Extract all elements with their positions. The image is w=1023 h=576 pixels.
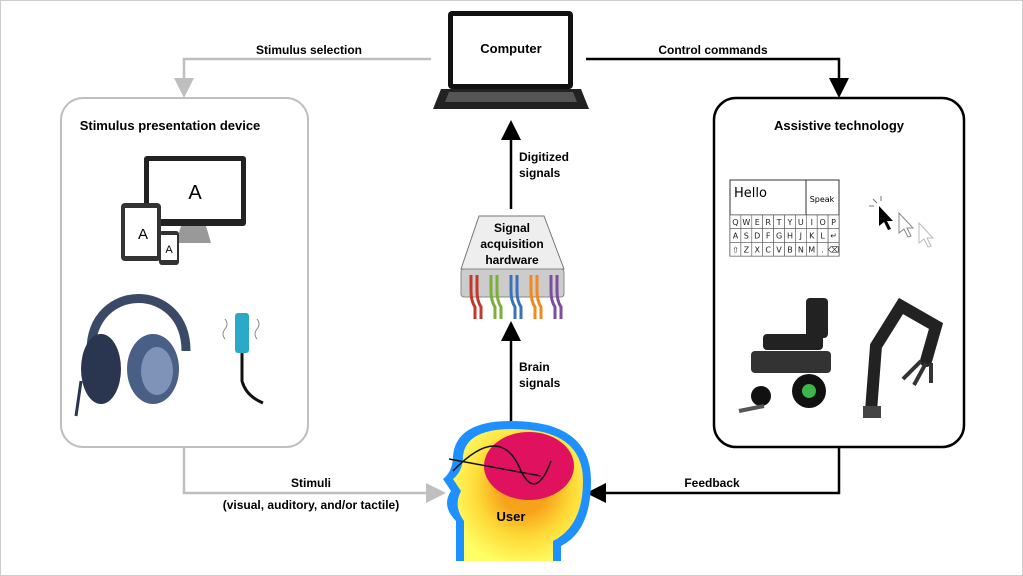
electrode-cable <box>555 275 563 319</box>
key-label: T <box>776 218 782 227</box>
laptop-icon <box>433 11 589 109</box>
control-commands-label: Control commands <box>658 43 768 57</box>
electrode-cable <box>535 275 543 319</box>
electrode-cable <box>509 275 517 319</box>
feedback-label: Feedback <box>684 476 740 490</box>
key-label: . <box>821 245 824 254</box>
user-label: User <box>497 509 526 524</box>
key-label: H <box>787 232 793 241</box>
user-head-icon <box>443 421 591 561</box>
key-label: N <box>798 245 804 254</box>
digitized-signals-label-1: Digitized <box>519 150 569 164</box>
wheelchair-icon <box>738 298 831 413</box>
key-label: Z <box>744 245 750 254</box>
electrode-cable <box>549 275 557 319</box>
key-label: L <box>820 232 825 241</box>
key-label: A <box>733 232 739 241</box>
robotic-arm-icon <box>863 297 944 418</box>
key-label: D <box>754 232 760 241</box>
stimuli-arrow <box>182 447 446 503</box>
key-label: O <box>820 218 826 227</box>
stimuli-detail-label: (visual, auditory, and/or tactile) <box>223 498 399 512</box>
key-label: P <box>831 218 836 227</box>
key-label: X <box>755 245 761 254</box>
key-label: F <box>766 232 771 241</box>
stimulus-selection-arrow <box>174 57 431 98</box>
hardware-label-2: acquisition <box>480 237 543 251</box>
brain-signals-label-1: Brain <box>519 360 550 374</box>
tablet-letter: A <box>138 226 148 243</box>
key-label: R <box>765 218 771 227</box>
tactile-vibrator-icon <box>222 313 264 405</box>
electrode-cable <box>475 275 483 319</box>
key-label: ⌫ <box>828 245 839 254</box>
key-label: Y <box>787 218 793 227</box>
speak-button[interactable]: Speak <box>810 195 835 204</box>
key-label: G <box>776 232 782 241</box>
headphones-icon <box>74 294 191 417</box>
phone-letter: A <box>165 244 173 256</box>
key-label: C <box>765 245 771 254</box>
screens-icon <box>121 156 246 265</box>
electrode-cable <box>529 275 537 319</box>
key-label: E <box>755 218 760 227</box>
key-label: Q <box>732 218 738 227</box>
key-label: K <box>809 232 815 241</box>
key-label: W <box>742 218 750 227</box>
feedback-arrow <box>586 447 841 503</box>
digitized-signals-label-2: signals <box>519 166 561 180</box>
computer-label: Computer <box>480 41 541 56</box>
key-label: I <box>811 218 813 227</box>
key-label: J <box>799 232 802 241</box>
key-label: V <box>776 245 782 254</box>
monitor-letter: A <box>188 182 202 204</box>
stimulus-device-title: Stimulus presentation device <box>80 118 261 133</box>
assistive-technology-title: Assistive technology <box>774 118 905 133</box>
hardware-label-1: Signal <box>494 221 530 235</box>
electrode-cable <box>469 275 477 319</box>
key-label: S <box>744 232 749 241</box>
electrode-cable <box>489 275 497 319</box>
electrode-cable <box>495 275 503 319</box>
key-label: M <box>808 245 815 254</box>
stimulus-selection-label: Stimulus selection <box>256 43 362 57</box>
signal-acquisition-hardware-icon <box>460 215 565 319</box>
brain-signals-label-2: signals <box>519 376 561 390</box>
cursor-icons <box>869 196 935 248</box>
key-label: U <box>798 218 804 227</box>
key-⌫[interactable] <box>827 242 840 257</box>
control-commands-arrow <box>586 57 849 98</box>
key-label: B <box>787 245 793 254</box>
keyboard-text-field[interactable]: Hello <box>734 186 767 201</box>
hardware-label-3: hardware <box>485 253 539 267</box>
key-label: ⇧ <box>732 245 739 254</box>
key-label: ↵ <box>830 232 837 241</box>
stimuli-label: Stimuli <box>291 476 331 490</box>
electrode-cable <box>515 275 523 319</box>
